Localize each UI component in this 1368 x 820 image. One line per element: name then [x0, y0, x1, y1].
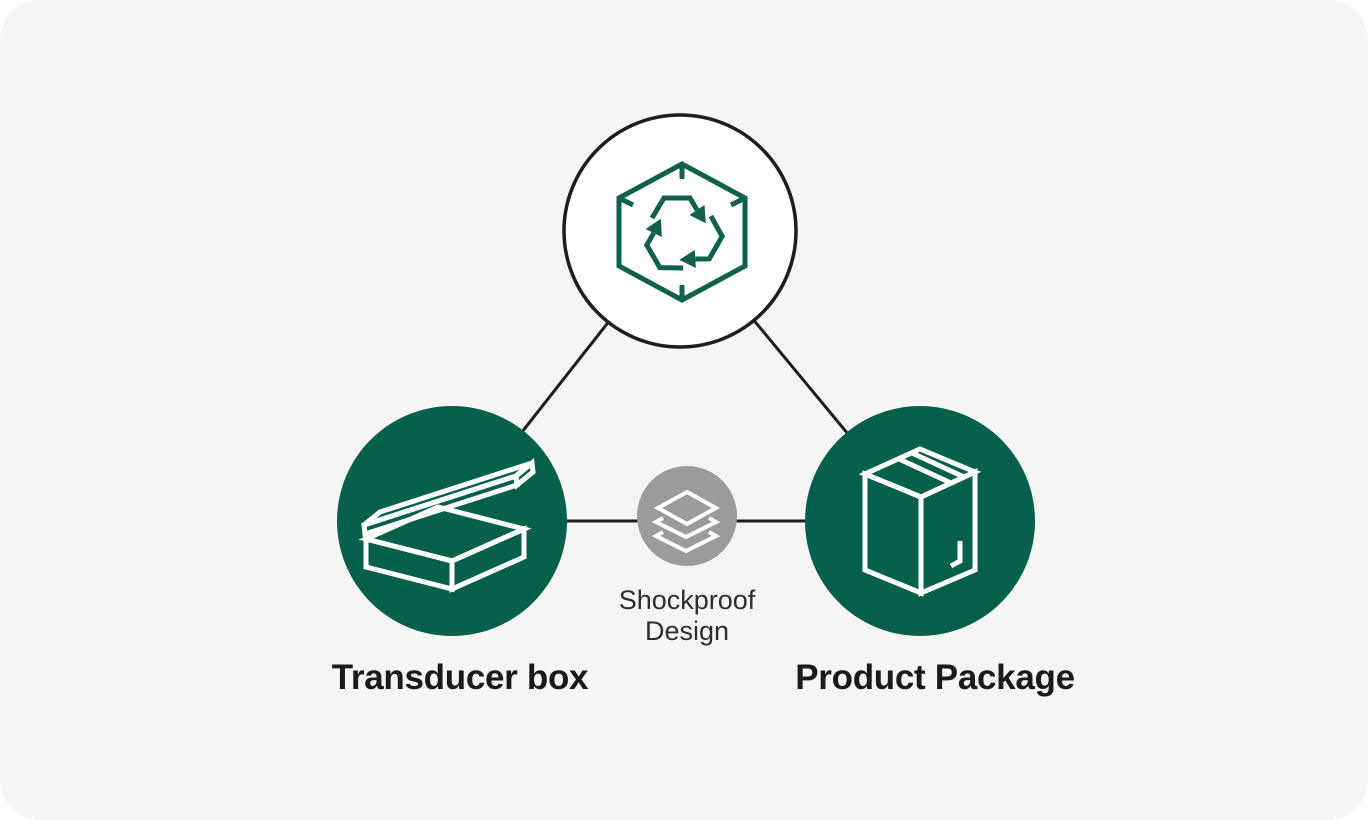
- product-package-icon: [858, 446, 982, 597]
- transducer-circle: [337, 406, 567, 636]
- recycle-node: [562, 113, 798, 349]
- transducer-node: [337, 406, 567, 636]
- transducer-box-icon: [358, 458, 536, 593]
- shockproof-design-label: Shockproof Design: [618, 585, 756, 646]
- transducer-box-label: Transducer box: [331, 658, 589, 697]
- recycle-package-icon: [616, 161, 748, 303]
- recycle-circle: [562, 113, 798, 349]
- recycle-arrows: [639, 195, 728, 278]
- product-package-label: Product Package: [795, 658, 1075, 697]
- shockproof-node: [637, 466, 737, 566]
- product-node: [805, 406, 1035, 636]
- layers-icon: [651, 489, 721, 554]
